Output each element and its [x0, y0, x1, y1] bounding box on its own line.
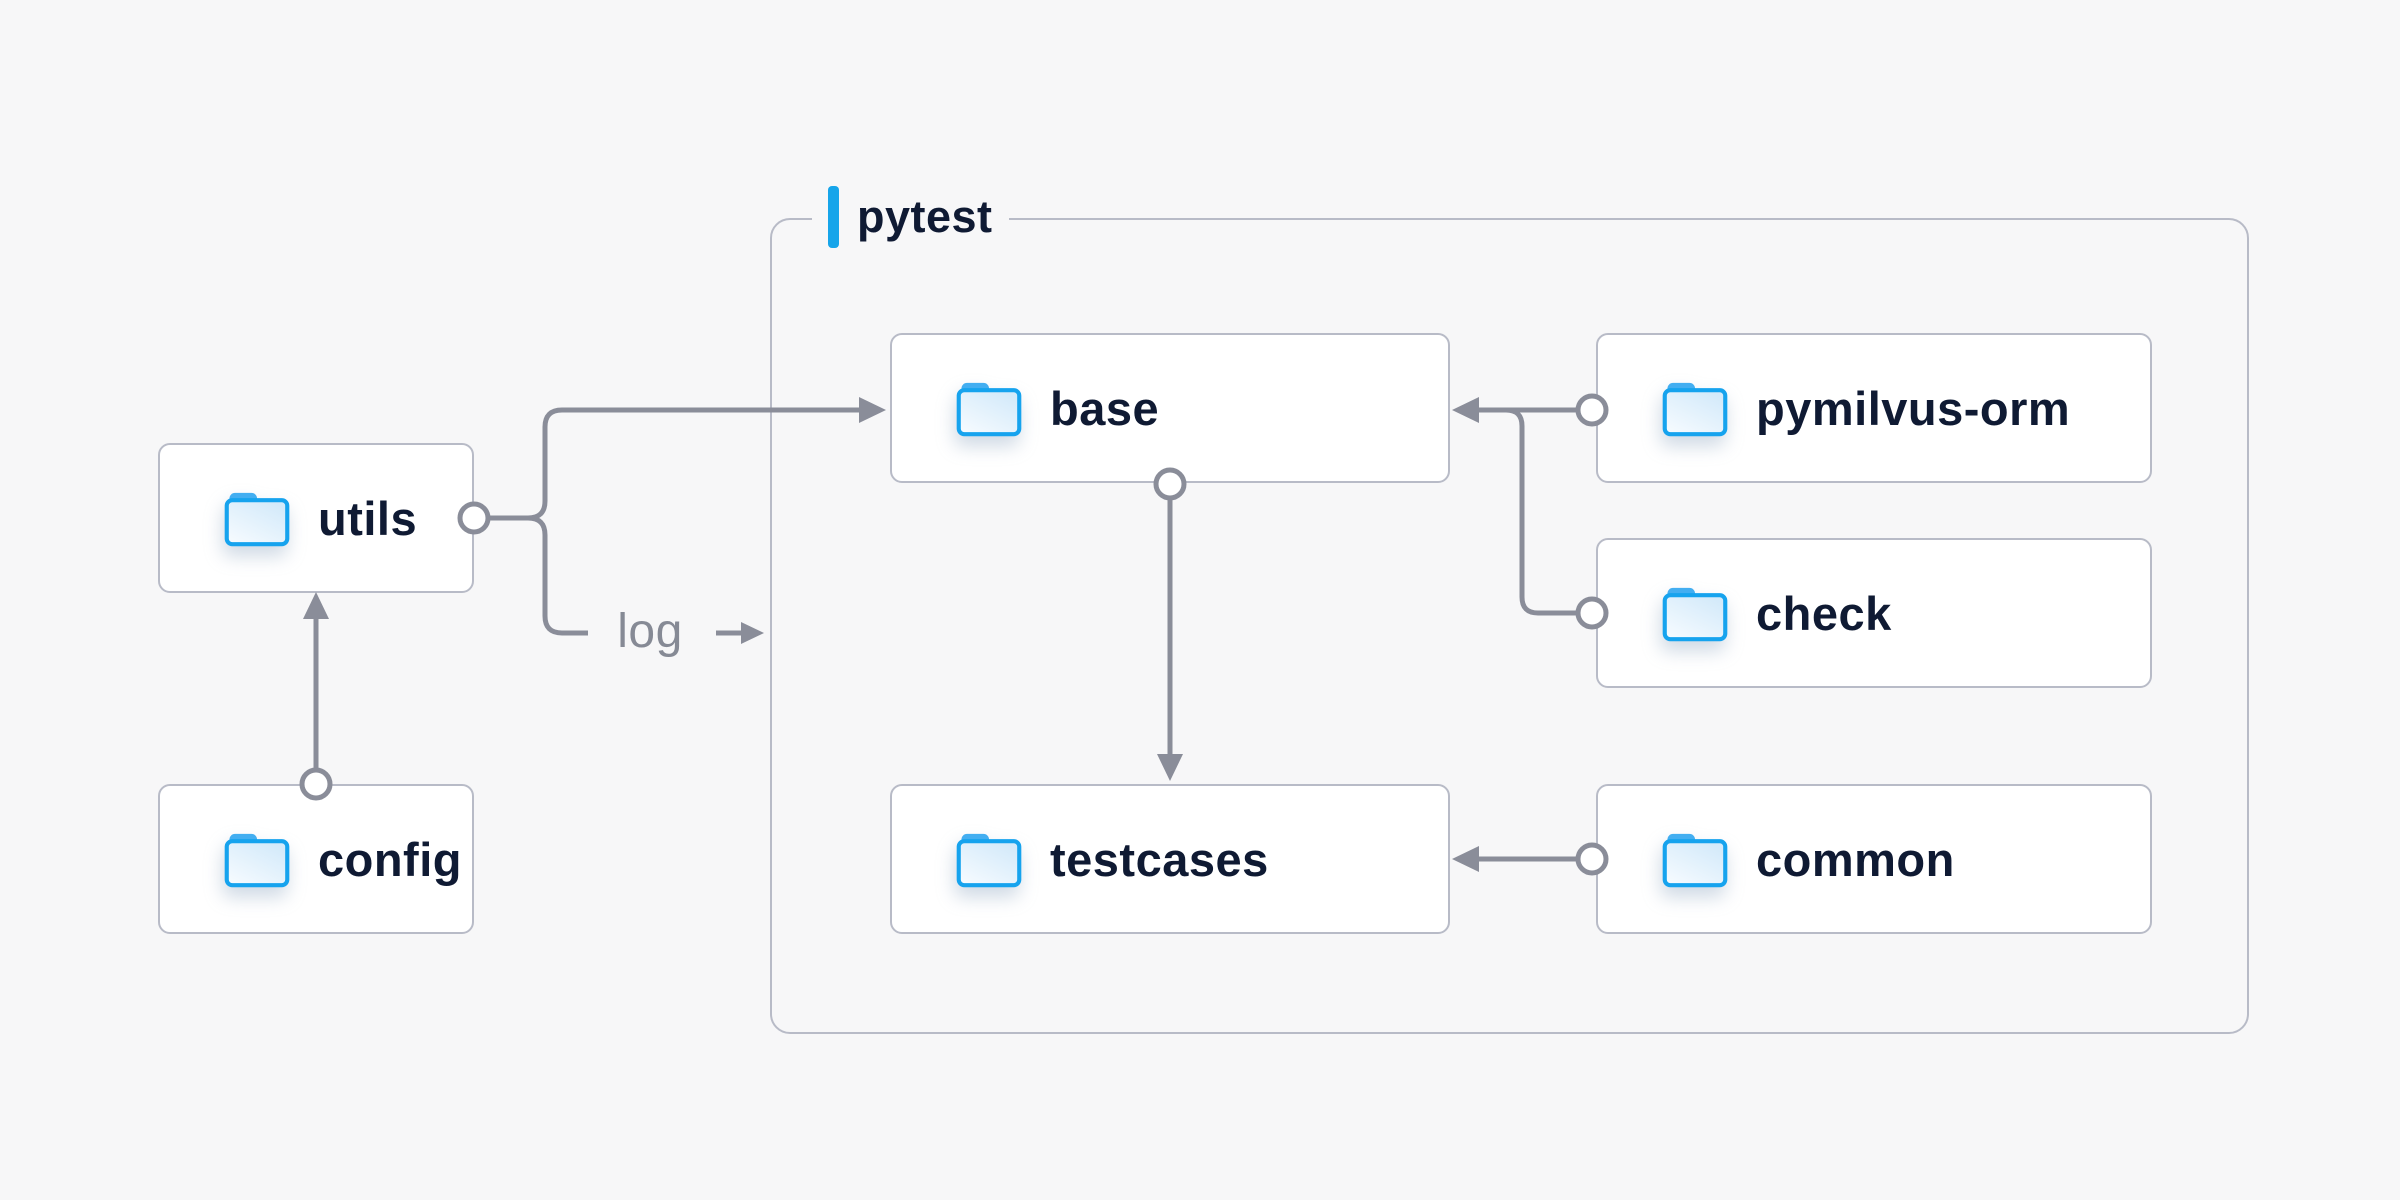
node-label: utils: [318, 491, 418, 545]
folder-icon: [224, 492, 290, 546]
group-title: pytest: [857, 191, 993, 242]
node-label: base: [1050, 381, 1160, 435]
edge-label-log: log: [617, 605, 683, 658]
node-testcases: testcases: [890, 784, 1450, 934]
folder-icon: [1662, 382, 1728, 436]
folder-icon: [224, 833, 290, 887]
node-common: common: [1596, 784, 2152, 934]
node-label: check: [1756, 586, 1892, 640]
accent-bar: [828, 186, 839, 248]
folder-icon: [956, 382, 1022, 436]
node-label: config: [318, 832, 462, 886]
folder-icon: [1662, 833, 1728, 887]
pytest-group-container: [770, 218, 2249, 1034]
edge-config-utils: [299, 592, 333, 801]
node-label: pymilvus-orm: [1756, 381, 2071, 435]
node-label: testcases: [1050, 832, 1269, 886]
node-base: base: [890, 333, 1450, 483]
folder-icon: [1662, 587, 1728, 641]
node-config: config: [158, 784, 474, 934]
folder-icon: [956, 833, 1022, 887]
node-check: check: [1596, 538, 2152, 688]
node-pymilvus-orm: pymilvus-orm: [1596, 333, 2152, 483]
pytest-group-label: pytest: [812, 184, 1009, 250]
node-label: common: [1756, 832, 1955, 886]
node-utils: utils: [158, 443, 474, 593]
